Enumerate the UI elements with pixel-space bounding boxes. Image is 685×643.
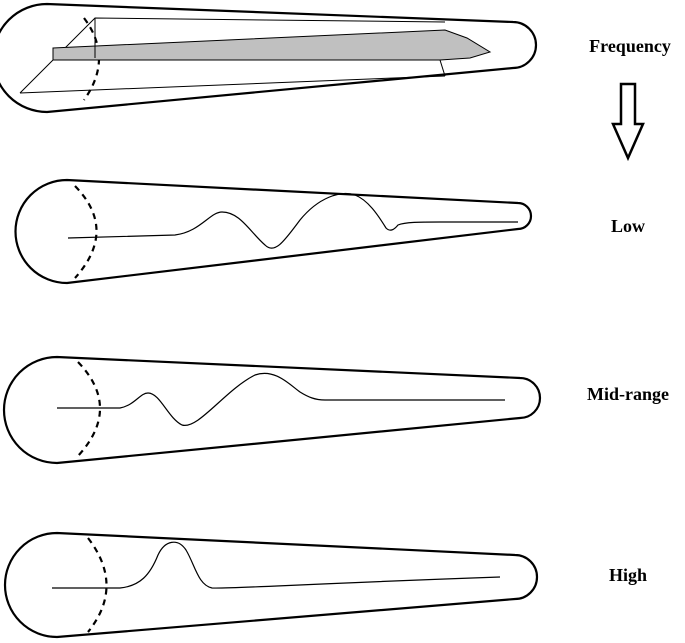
frequency-down-arrow bbox=[611, 82, 645, 162]
traveling-wave bbox=[52, 541, 501, 589]
cochlea-base-hidden-edge bbox=[74, 185, 98, 279]
cochlea-membrane-overview bbox=[0, 2, 538, 114]
basilar-membrane bbox=[52, 29, 492, 61]
membrane-far-edge bbox=[439, 59, 446, 77]
cochlea-tube-outline bbox=[3, 531, 539, 639]
mid-range-frequency-label: Mid-range bbox=[587, 384, 669, 404]
cochlea-mid-range-frequency bbox=[2, 355, 542, 465]
frequency-label: Frequency bbox=[589, 36, 671, 56]
membrane-lower-edge bbox=[19, 75, 446, 94]
high-frequency-label: High bbox=[609, 565, 647, 585]
cochlea-base-hidden-edge bbox=[83, 17, 101, 101]
low-frequency-label: Low bbox=[611, 216, 645, 236]
traveling-wave bbox=[57, 372, 505, 426]
cochlea-high-frequency bbox=[3, 531, 539, 639]
traveling-wave bbox=[67, 193, 518, 249]
cochlea-base-hidden-edge bbox=[77, 361, 101, 457]
cochlea-base-hidden-edge bbox=[87, 537, 108, 633]
cochlea-low-frequency bbox=[14, 178, 533, 285]
cochlea-tube-outline bbox=[14, 178, 533, 285]
cochlea-tube-outline bbox=[2, 355, 542, 465]
